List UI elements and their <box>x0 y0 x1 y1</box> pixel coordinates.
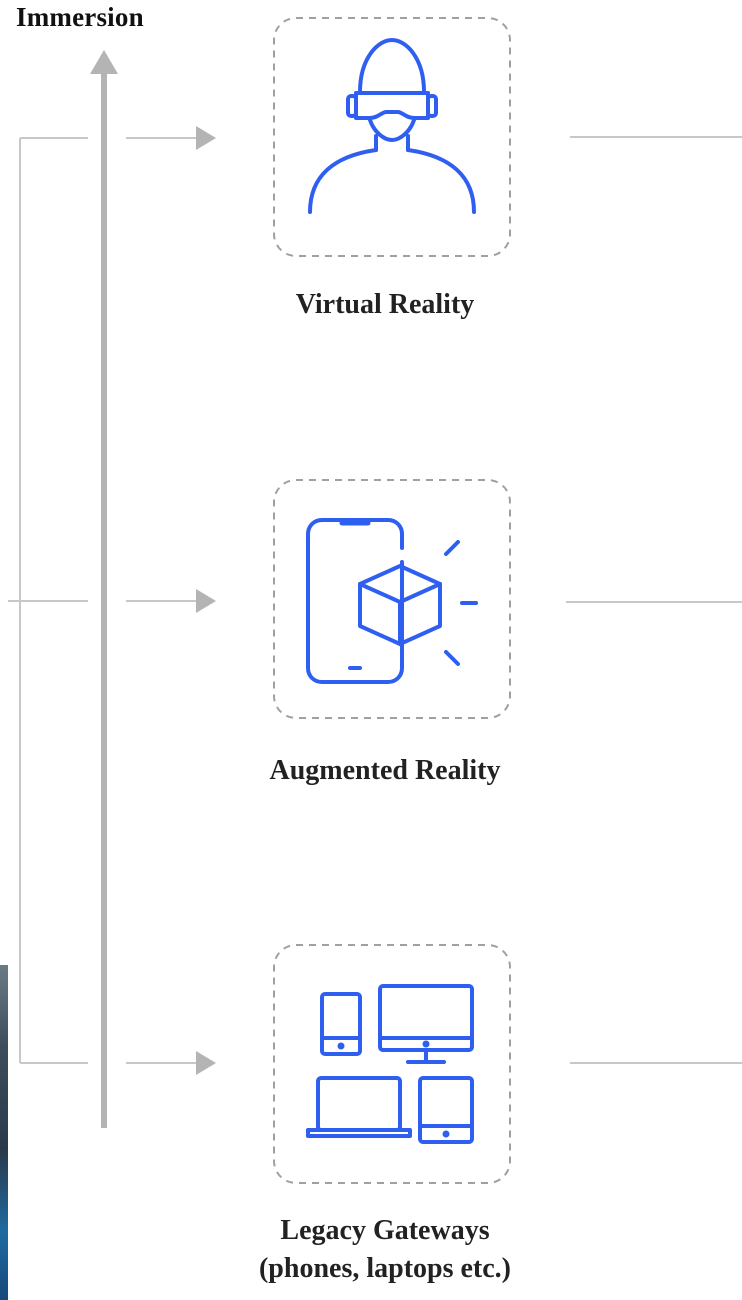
arrow-to-legacy <box>126 1051 216 1075</box>
immersion-axis-arrow <box>90 50 118 1128</box>
tablet-device <box>418 1076 474 1144</box>
tier-label-line: Virtual Reality <box>295 289 475 320</box>
tier-label-line: (phones, laptops etc.) <box>258 1253 511 1284</box>
ar-phone-cube-icon <box>306 518 478 684</box>
tier-label-legacy: Legacy Gateways (phones, laptops etc.) <box>200 1212 570 1288</box>
tier-label-vr: Virtual Reality <box>200 286 570 324</box>
right-connectors <box>566 136 742 1064</box>
laptop-device <box>316 1076 402 1132</box>
ar-frame <box>273 479 511 719</box>
left-bracket <box>8 137 88 1064</box>
background-photo-edge <box>0 965 8 1300</box>
tier-arrows <box>126 126 216 1075</box>
vr-headset-person-icon <box>308 38 476 214</box>
tier-label-ar: Augmented Reality <box>200 752 570 790</box>
arrow-to-vr <box>126 126 216 150</box>
tier-label-line: Augmented Reality <box>269 755 501 786</box>
legacy-frame <box>273 944 511 1184</box>
monitor-device <box>378 984 474 1052</box>
icon-frames <box>273 17 511 1184</box>
devices-icon <box>306 984 474 1144</box>
vr-frame <box>273 17 511 257</box>
phone-device <box>320 992 362 1056</box>
arrow-to-ar <box>126 589 216 613</box>
tier-label-line: Legacy Gateways <box>280 1215 490 1246</box>
axis-title: Immersion <box>16 2 144 32</box>
